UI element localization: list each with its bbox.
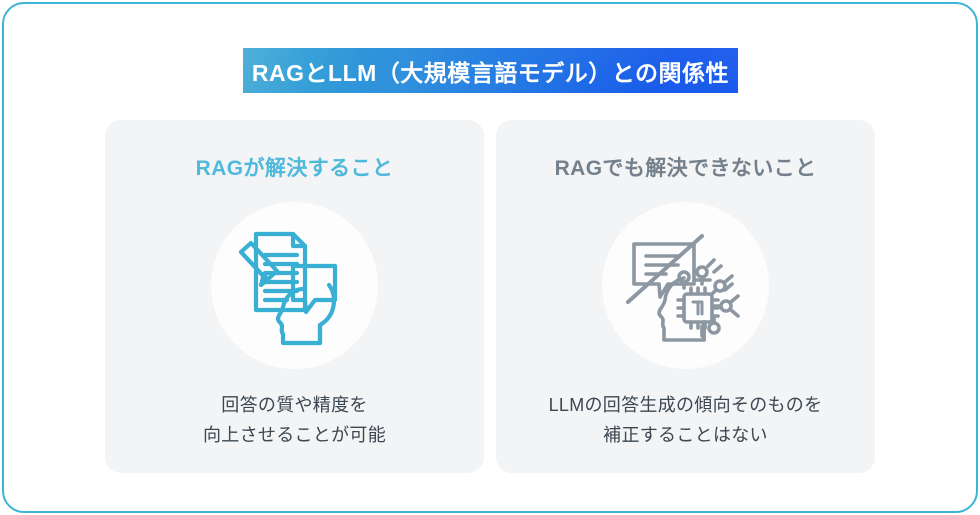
card-caption-rag-cannot-solve: LLMの回答生成の傾向そのものを 補正することはない: [549, 391, 823, 450]
card-heading-rag-cannot-solve: RAGでも解決できないこと: [554, 157, 817, 180]
card-heading-rag-solves: RAGが解決すること: [195, 157, 394, 180]
crossed-speech-ai-brain-head-icon: [625, 233, 740, 342]
icon-circle-rag-cannot-solve: [602, 202, 769, 369]
card-rag-cannot-solve: RAGでも解決できないこと: [496, 120, 875, 473]
card-rag-solves: RAGが解決すること: [105, 120, 484, 473]
title-banner: RAGとLLM（大規模言語モデル）との関係性: [243, 48, 738, 93]
icon-circle-rag-solves: [211, 202, 378, 369]
caption-line: LLMの回答生成の傾向そのものを: [548, 395, 823, 415]
card-caption-rag-solves: 回答の質や精度を 向上させることが可能: [203, 391, 386, 450]
caption-line: 向上させることが可能: [203, 424, 386, 445]
caption-line: 回答の質や精度を: [221, 395, 368, 415]
caption-line: 補正することはない: [603, 424, 768, 445]
comparison-cards: RAGが解決すること: [105, 120, 875, 473]
page-title: RAGとLLM（大規模言語モデル）との関係性: [251, 59, 730, 86]
document-pencil-speech-head-icon: [238, 231, 337, 345]
